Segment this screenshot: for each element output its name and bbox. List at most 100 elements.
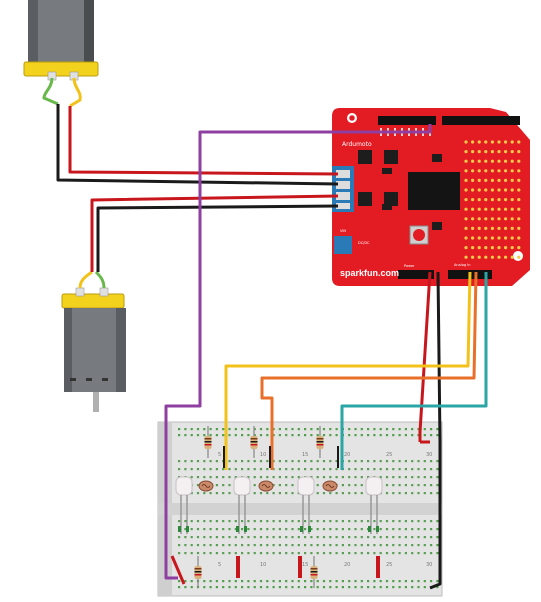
bb-hole [411, 552, 414, 555]
bb-hole [241, 468, 244, 471]
bb-hole [272, 460, 275, 463]
bb-hole [297, 586, 300, 589]
proto-pad [471, 159, 475, 163]
proto-pad [464, 207, 468, 211]
bb-col-num: 15 [302, 452, 308, 458]
proto-pad [490, 188, 494, 192]
proto-pad [510, 217, 514, 221]
bb-hole [304, 520, 307, 523]
bb-hole [411, 428, 414, 431]
proto-pad [497, 159, 501, 163]
bb-hole [278, 476, 281, 479]
bb-hole [329, 536, 332, 539]
bb-hole [196, 544, 200, 547]
bb-hole [354, 476, 357, 479]
bb-hole [253, 520, 256, 523]
bb-hole [348, 484, 351, 487]
bb-hole [278, 520, 281, 523]
bb-hole [222, 552, 225, 555]
bb-hole [203, 492, 206, 495]
bb-hole [316, 484, 319, 487]
bb-hole [234, 552, 237, 555]
bb-hole [329, 580, 332, 583]
resistor-band [310, 574, 318, 576]
bb-col-num: 15 [302, 562, 308, 568]
bb-hole [430, 528, 433, 531]
proto-pad [477, 207, 481, 211]
bb-hole [360, 428, 363, 431]
bb-hole [304, 586, 307, 589]
proto-pad [477, 178, 481, 182]
bb-hole [354, 492, 357, 495]
bb-hole [404, 544, 407, 547]
bb-hole [417, 484, 420, 487]
bb-hole [367, 580, 370, 583]
bb-col-num: 30 [426, 562, 432, 568]
bb-hole [335, 476, 338, 479]
proto-pad [497, 236, 501, 240]
bb-hole [178, 520, 181, 523]
bb-hole [348, 544, 351, 547]
bb-hole [178, 434, 181, 437]
bb-hole [266, 428, 269, 431]
led-pin-marker [236, 526, 239, 532]
bb-hole [266, 528, 269, 531]
bb-hole [297, 544, 300, 547]
bb-hole [297, 580, 300, 583]
proto-pad [464, 198, 468, 202]
bb-hole [316, 434, 319, 437]
bb-hole [379, 544, 382, 547]
proto-pad [490, 169, 494, 173]
bb-hole [404, 434, 407, 437]
bb-hole [404, 520, 407, 523]
bb-hole [203, 544, 206, 547]
bb-hole [266, 544, 269, 547]
bb-hole [360, 468, 363, 471]
bb-hole [335, 520, 338, 523]
bb-hole [348, 460, 351, 463]
bb-hole [322, 536, 326, 539]
bb-col-num: 5 [218, 452, 221, 458]
bb-hole [411, 580, 414, 583]
resistor-band [250, 441, 258, 443]
bb-hole [259, 536, 263, 539]
bb-hole [247, 586, 250, 589]
proto-pad [464, 236, 468, 240]
proto-pad [464, 255, 468, 259]
bb-hole [178, 468, 181, 471]
bb-hole [203, 536, 206, 539]
bb-hole [190, 552, 193, 555]
bb-hole [398, 552, 401, 555]
proto-pad [510, 207, 514, 211]
bb-hole [373, 586, 376, 589]
bb-hole [304, 580, 307, 583]
bb-hole [404, 460, 407, 463]
bb-hole [392, 580, 395, 583]
proto-pad [477, 150, 481, 154]
photocell-trace [261, 484, 271, 488]
bb-hole [304, 434, 307, 437]
breadboard-components [175, 426, 383, 588]
bb-hole [253, 434, 256, 437]
bb-hole [398, 484, 401, 487]
bb-hole [430, 520, 433, 523]
bb-hole [222, 468, 225, 471]
bb-hole [360, 552, 363, 555]
bb-hole [184, 586, 187, 589]
bb-hole [436, 484, 439, 487]
bb-hole [335, 580, 338, 583]
bb-hole [203, 434, 206, 437]
bb-hole [196, 536, 200, 539]
bb-hole [385, 434, 389, 437]
bb-hole [373, 536, 376, 539]
bb-hole [247, 434, 250, 437]
bb-hole [404, 476, 407, 479]
led-pin-marker [376, 526, 379, 532]
proto-pad [484, 150, 488, 154]
bb-hole [209, 468, 212, 471]
bb-hole [411, 544, 414, 547]
bb-hole [222, 520, 225, 523]
led [297, 476, 315, 496]
proto-pad [490, 246, 494, 250]
bb-hole [285, 484, 288, 487]
